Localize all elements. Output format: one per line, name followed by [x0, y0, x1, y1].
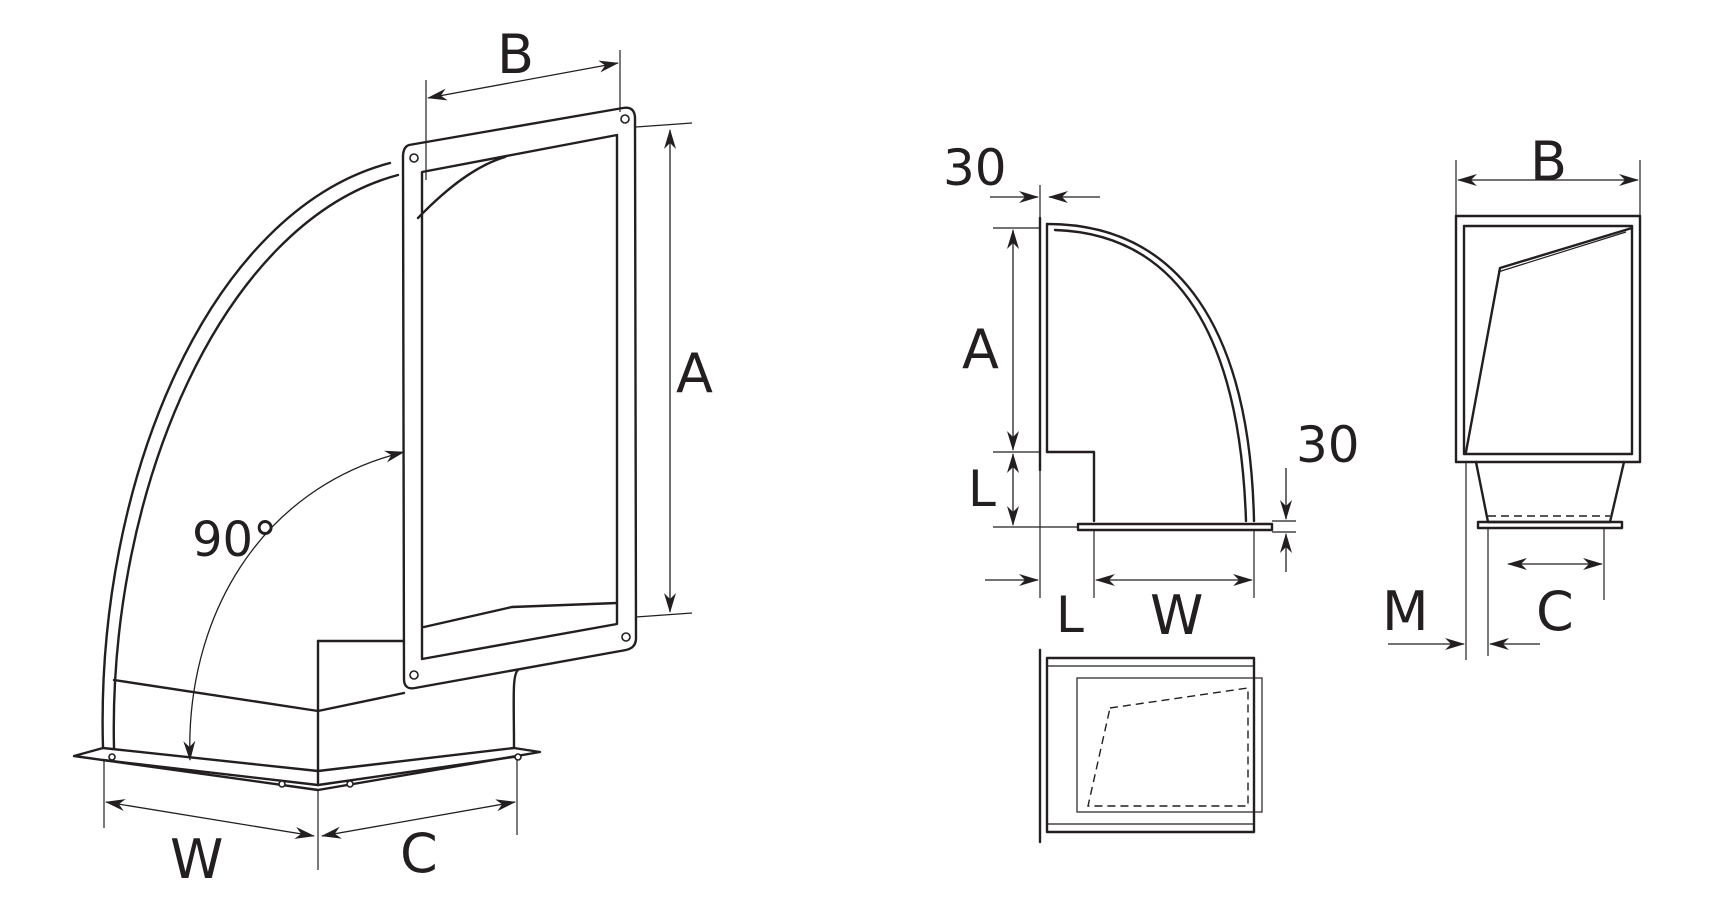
- iso-bottom-hole-3: [346, 780, 354, 788]
- iso-dim-W-line: [105, 799, 315, 839]
- iso-dim-A-ext-bottom: [635, 612, 693, 618]
- front-label-B: B: [1530, 130, 1567, 193]
- front-inner-frame: [1462, 224, 1634, 456]
- isometric-view: B A 90° W C: [72, 23, 713, 891]
- iso-inner-bottom-edge: [422, 605, 514, 629]
- iso-body-top-right: [316, 691, 406, 713]
- plan-hidden-transition: [1087, 687, 1249, 807]
- front-bottom-flange: [1476, 520, 1624, 530]
- iso-bolt-hole-br: [621, 632, 631, 642]
- iso-bolt-hole-bl: [409, 670, 419, 680]
- iso-label-B: B: [497, 23, 534, 86]
- side-inner-step: [1045, 450, 1096, 523]
- iso-top-flange-inner: [420, 133, 619, 661]
- iso-inner-bottom-edge-2: [510, 601, 619, 609]
- iso-dim-B-line: [427, 60, 619, 101]
- side-label-A: A: [962, 318, 999, 381]
- front-view: B C M: [1382, 130, 1642, 660]
- iso-body-top-edge: [112, 678, 320, 713]
- iso-label-angle: 90°: [192, 512, 277, 568]
- iso-bottom-hole-1: [108, 753, 116, 761]
- plan-inner-rect: [1076, 677, 1263, 813]
- side-curve-outer: [1045, 222, 1256, 523]
- iso-curved-back-outer: [101, 161, 392, 750]
- side-label-30-right: 30: [1296, 416, 1360, 474]
- side-label-L-horiz: L: [1056, 586, 1084, 644]
- iso-bolt-hole-tl: [409, 153, 419, 163]
- side-view: 30 A L 30 L W: [943, 139, 1360, 647]
- front-outer-frame: [1454, 214, 1642, 464]
- iso-angle-arc: [183, 450, 405, 761]
- iso-label-A: A: [676, 342, 713, 405]
- plan-outer-box: [1045, 656, 1256, 834]
- iso-bottom-flange-edge: [101, 758, 320, 787]
- iso-label-W: W: [170, 828, 223, 891]
- iso-top-flange-outer: [401, 106, 638, 690]
- iso-bottom-hole-4: [514, 753, 522, 761]
- iso-body-right-side: [512, 668, 520, 750]
- side-label-L-vert: L: [968, 460, 996, 518]
- iso-inner-curve: [416, 155, 507, 220]
- iso-dim-C-line: [321, 799, 516, 839]
- iso-bolt-hole-tr: [620, 114, 630, 124]
- front-transition-edge-2: [1497, 231, 1627, 273]
- front-label-C: C: [1536, 580, 1574, 643]
- front-lower-body: [1474, 460, 1626, 524]
- iso-bottom-hole-2: [278, 780, 286, 788]
- side-curve-inner: [1053, 228, 1248, 523]
- iso-bottom-flange-edge-2: [316, 754, 522, 787]
- side-bottom-flange: [1076, 522, 1274, 532]
- front-label-M: M: [1382, 580, 1429, 643]
- plan-view: [1038, 648, 1263, 844]
- iso-dim-A-ext-top: [635, 122, 693, 128]
- iso-curved-back-inner: [112, 173, 400, 750]
- front-transition-edge: [1464, 226, 1634, 454]
- side-label-30-top: 30: [943, 139, 1007, 197]
- side-label-W: W: [1150, 584, 1203, 647]
- iso-label-C: C: [400, 822, 438, 885]
